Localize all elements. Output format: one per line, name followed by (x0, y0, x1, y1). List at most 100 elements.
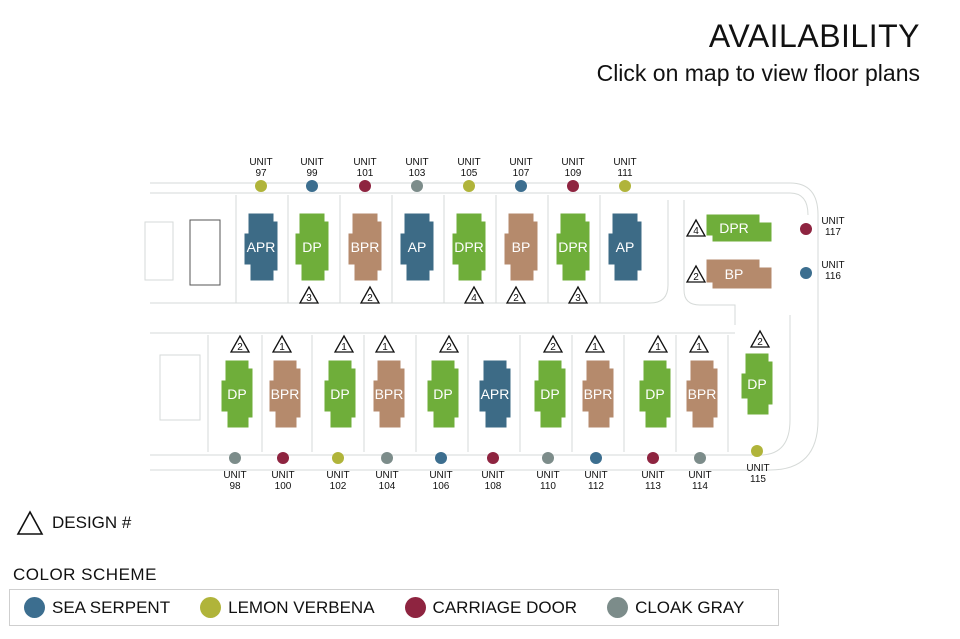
design-badge: 1 (374, 334, 396, 353)
design-triangle-icon (438, 334, 460, 353)
page-title: AVAILABILITY (708, 18, 920, 54)
unit-building[interactable]: AP (399, 212, 435, 282)
building-footprint (268, 359, 302, 429)
unit-number: 100 (275, 481, 292, 492)
unit-building[interactable]: DP (220, 359, 254, 429)
unit-building[interactable]: DP (323, 359, 357, 429)
unit-number: 103 (409, 168, 426, 179)
unit-color-dot-icon (800, 267, 812, 279)
floor-plan-label: BP (725, 266, 744, 282)
building-footprint (294, 212, 330, 282)
unit-color-dot-icon (567, 180, 579, 192)
unit-building[interactable]: DPR (555, 212, 591, 282)
unit-building[interactable]: AP (607, 212, 643, 282)
unit-number: 116 (825, 271, 841, 282)
unit-building[interactable]: DP (638, 359, 672, 429)
unit-building[interactable]: BPR (685, 359, 719, 429)
design-badge: 2 (542, 334, 564, 353)
unit-building[interactable]: APR (478, 359, 512, 429)
unit-building[interactable]: BPR (372, 359, 406, 429)
unit-building[interactable]: APR (243, 212, 279, 282)
design-number: 2 (513, 293, 519, 304)
unit-building[interactable]: BPR (347, 212, 383, 282)
color-scheme-title: COLOR SCHEME (13, 565, 157, 584)
unit-building[interactable]: BPR (581, 359, 615, 429)
unit-color-dot-icon (435, 452, 447, 464)
unit-building[interactable]: BPR (268, 359, 302, 429)
floor-plan-label: APR (247, 239, 276, 255)
lemon-verbena-dot-icon (200, 597, 222, 618)
design-badge: 1 (271, 334, 293, 353)
swatch-label: LEMON VERBENA (228, 597, 375, 617)
floor-plan-label: DP (747, 376, 766, 392)
unit-number: 98 (229, 481, 241, 492)
unit-building[interactable]: DP (426, 359, 460, 429)
design-number: 1 (592, 342, 598, 353)
unit-label: UNIT (249, 157, 272, 168)
unit-label: UNIT (457, 157, 480, 168)
building-footprint (451, 212, 487, 282)
unit-number: 102 (330, 481, 347, 492)
unit-building[interactable]: DP (294, 212, 330, 282)
design-triangle-icon (333, 334, 355, 353)
unit-label: UNIT (821, 216, 844, 227)
unit-building[interactable]: DP (533, 359, 567, 429)
design-badge: 2 (438, 334, 460, 353)
unit-color-dot-icon (332, 452, 344, 464)
design-triangle-icon (685, 264, 707, 283)
floor-plan-label: BPR (584, 386, 613, 402)
unit-label: UNIT (509, 157, 532, 168)
unit-building[interactable]: DPR (451, 212, 487, 282)
building-footprint (220, 359, 254, 429)
unit-building[interactable]: DP (740, 352, 774, 416)
design-badge: 3 (298, 285, 320, 304)
design-badge: 2 (749, 329, 771, 348)
swatch-sea-serpent: SEA SERPENT (24, 597, 170, 618)
swatch-lemon-verbena: LEMON VERBENA (200, 597, 375, 618)
unit-building[interactable]: DPR (705, 213, 773, 243)
design-badge: 1 (647, 334, 669, 353)
carriage-door-dot-icon (404, 597, 426, 618)
design-number: 2 (237, 342, 243, 353)
unit-number: 106 (433, 481, 450, 492)
floor-plan-label: DP (540, 386, 559, 402)
building-footprint (399, 212, 435, 282)
floor-plan-label: APR (481, 386, 510, 402)
floor-plan-label: AP (616, 239, 635, 255)
unit-building[interactable]: BP (503, 212, 539, 282)
unit-label: UNIT (688, 470, 711, 481)
unit-building[interactable]: BP (705, 258, 773, 290)
floor-plan-label: BPR (688, 386, 717, 402)
unit-color-dot-icon (381, 452, 393, 464)
unit-number: 99 (306, 168, 318, 179)
unit-number: 109 (565, 168, 582, 179)
swatch-label: SEA SERPENT (52, 597, 171, 617)
design-triangle-icon (542, 334, 564, 353)
floor-plan-label: BPR (271, 386, 300, 402)
design-number: 1 (279, 342, 285, 353)
design-badge: 2 (685, 264, 707, 283)
design-triangle-icon (647, 334, 669, 353)
